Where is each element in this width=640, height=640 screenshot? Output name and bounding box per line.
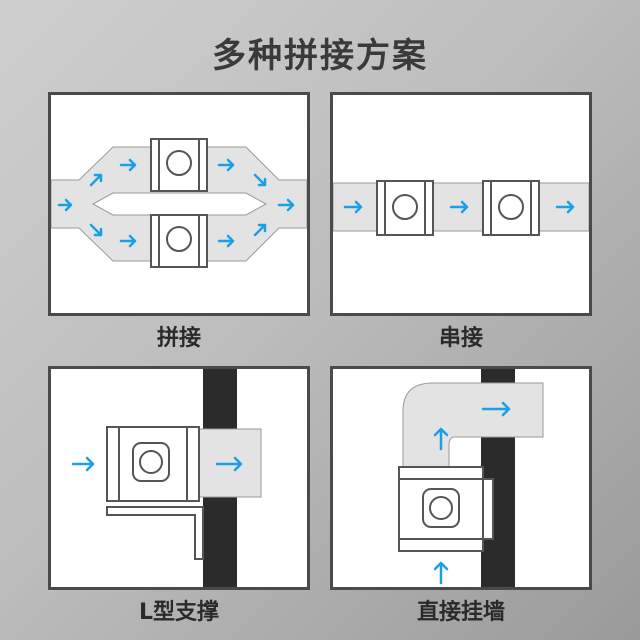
arrow-icon [119,158,137,172]
l-bracket-diagram [71,369,262,587]
caption-parallel: 拼接 [156,326,201,351]
fan-unit [150,138,208,192]
panel-l-bracket [48,366,310,590]
panel-parallel [48,92,310,316]
arrow-icon [215,456,243,472]
panel-wall-mount [330,366,592,590]
arrow-icon [89,223,103,237]
l-bracket [106,506,204,560]
fan-unit [376,180,434,236]
caption-wall-mount: 直接挂墙 [416,600,505,625]
arrow-icon [253,223,267,237]
arrow-icon [217,158,235,172]
arrow-icon [481,401,511,417]
arrow-icon [119,234,137,248]
page-title: 多种拼接方案 [212,36,428,76]
fan-unit [398,466,494,552]
arrow-icon [449,200,469,214]
fan-unit [150,214,208,268]
caption-l-bracket: L型支撑 [138,600,220,625]
arrow-icon [71,456,95,472]
arrow-icon [57,198,73,212]
arrow-icon [277,198,295,212]
fan-unit [482,180,540,236]
wall-mount-diagram [398,369,544,587]
arrow-icon [217,234,235,248]
arrow-icon [343,200,363,214]
arrow-icon [89,173,103,187]
panel-series [330,92,592,316]
parallel-diagram [51,138,307,268]
arrow-icon [433,561,449,585]
arrow-icon [253,173,267,187]
caption-series: 串接 [438,326,483,351]
arrow-icon [433,427,449,451]
series-diagram [333,180,589,236]
arrow-icon [555,200,575,214]
fan-unit [106,426,200,502]
